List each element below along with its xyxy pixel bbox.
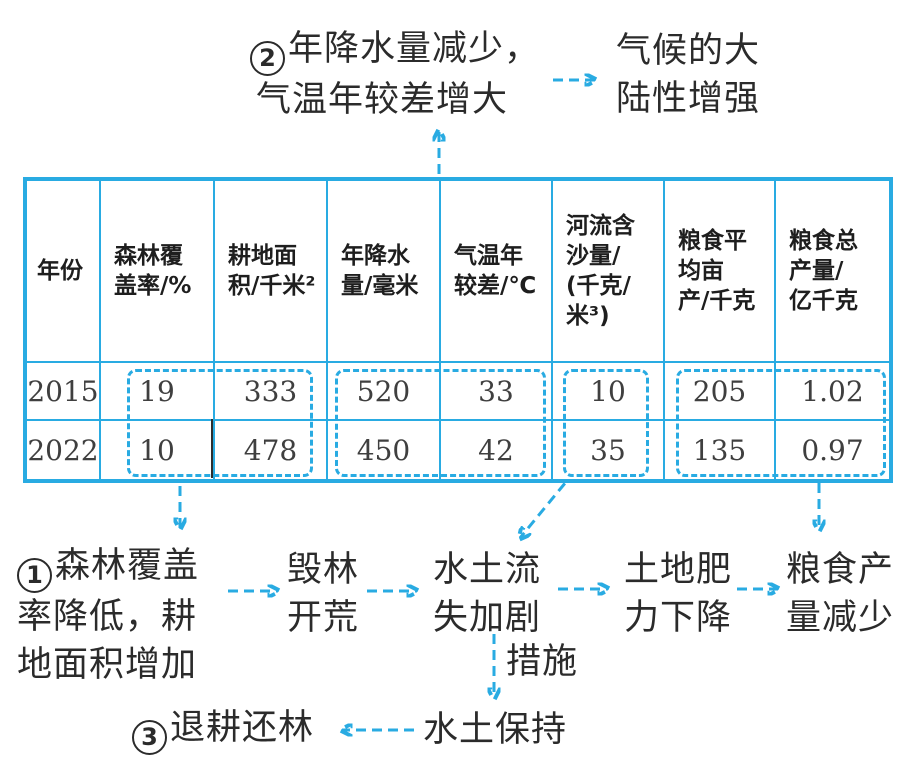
note-climate-effect-text2: 陆性增强: [616, 79, 761, 119]
note-fertility-decline: 土地肥 力下降: [624, 546, 732, 642]
note-deforestation: 毁林 开荒: [287, 546, 359, 642]
badge-3-icon: 3: [132, 719, 167, 755]
land-use-data-table: 年份 森林覆 盖率/% 耕地面 积/千米² 年降水 量/毫米 气温年 较差/℃ …: [23, 177, 893, 483]
cell-2022-yield: 135: [663, 419, 776, 482]
highlight-box-sediment: [563, 369, 649, 477]
stray-rule-mark: [211, 419, 213, 478]
note-soil-erosion-line2: 失加剧: [433, 598, 542, 638]
note-climate-cause-text2: 气温年较差增大: [256, 79, 509, 120]
note-climate-effect-text1: 气候的大: [616, 31, 761, 71]
col-header-yield-per-mu: 粮食平 均亩 产/千克: [663, 178, 776, 363]
col-header-forest-coverage: 森林覆 盖率/%: [99, 178, 215, 363]
note-deforestation-line2: 开荒: [287, 598, 360, 638]
note-measures-text: 措施: [506, 642, 579, 682]
cell-year-2015: 2015: [24, 361, 101, 421]
note-step1-text3: 地面积增加: [17, 644, 198, 685]
cell-2022-forest: 10: [99, 419, 215, 482]
note-conservation-text: 水土保持: [423, 710, 568, 750]
cell-2022-precip: 450: [326, 419, 441, 482]
cell-2022-temp: 42: [439, 419, 553, 482]
col-header-total-grain: 粮食总 产量/ 亿千克: [774, 178, 892, 363]
note-step1-text2: 率降低，耕: [17, 596, 198, 637]
note-climate-cause-text1: 年降水量减少，: [288, 29, 541, 69]
note-step1-text1: 森林覆盖: [55, 546, 200, 586]
note-fertility-decline-line1: 土地肥: [624, 550, 733, 590]
note-remedy-text: 退耕还林: [170, 708, 315, 748]
cell-2022-total: 0.97: [774, 419, 892, 482]
highlight-box-precip-temp: [335, 369, 546, 477]
col-header-sediment: 河流含 沙量/ (千克/ 米³): [551, 178, 665, 363]
cell-2022-area: 478: [213, 419, 328, 482]
badge-2-icon: 2: [250, 40, 285, 76]
note-grain-decrease-line1: 粮食产: [786, 550, 895, 590]
highlight-box-forest-area: [127, 369, 313, 477]
col-header-temp-range: 气温年 较差/℃: [439, 178, 553, 363]
note-climate-effect: 气候的大 陆性增强: [616, 27, 760, 123]
table-header-row: 年份 森林覆 盖率/% 耕地面 积/千米² 年降水 量/毫米 气温年 较差/℃ …: [24, 178, 892, 363]
note-soil-erosion-line1: 水土流: [433, 550, 542, 590]
col-header-cultivated-area: 耕地面 积/千米²: [213, 178, 328, 363]
highlight-box-grain: [676, 369, 886, 477]
note-grain-decrease-line2: 量减少: [786, 598, 895, 638]
note-deforestation-line1: 毁林: [287, 550, 360, 590]
note-conservation: 水土保持: [423, 706, 567, 754]
badge-1-icon: 1: [17, 557, 52, 593]
note-measures-label: 措施: [506, 638, 578, 686]
col-header-precipitation: 年降水 量/毫米: [326, 178, 441, 363]
note-grain-decrease: 粮食产 量减少: [786, 546, 894, 642]
col-header-year: 年份: [24, 178, 101, 363]
cell-year-2022: 2022: [24, 419, 101, 482]
note-soil-erosion: 水土流 失加剧: [433, 546, 541, 642]
note-fertility-decline-line2: 力下降: [624, 598, 733, 638]
